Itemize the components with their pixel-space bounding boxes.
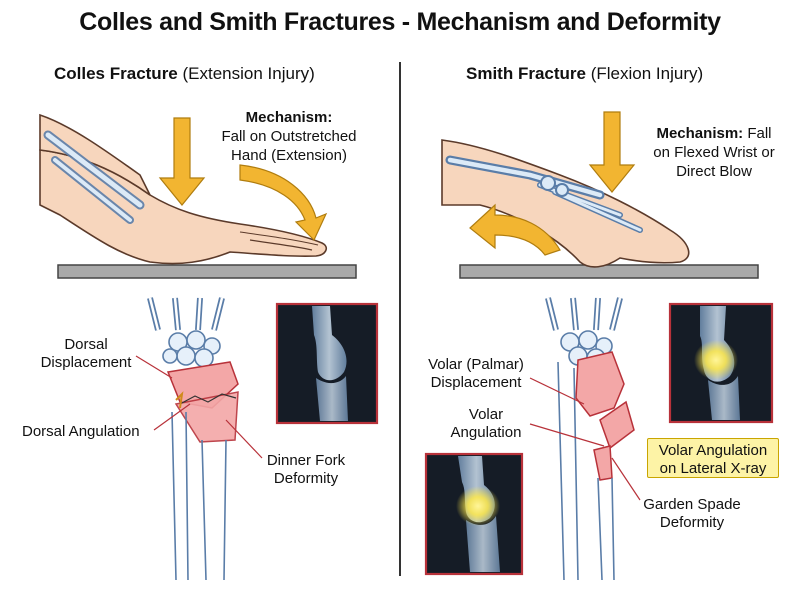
smith-proximal-fragment: [593, 445, 613, 481]
smith-distal-fragment: [575, 351, 625, 417]
colles-xray-bone-upper: [312, 306, 347, 381]
colles-down-arrow-icon: [158, 117, 206, 206]
colles-mechanism-arrows: [158, 117, 328, 242]
smith-leader-lines: [529, 377, 641, 501]
smith-middle-fragment: [599, 400, 635, 450]
label-volar-angulation: Volar Angulation: [450, 406, 522, 441]
smith-xray-lateral: [668, 302, 774, 424]
colles-ulna: [171, 411, 189, 581]
colles-radius: [201, 439, 227, 581]
smith-xray-secondary-highlight: [456, 486, 500, 526]
smith-heading-rest: (Flexion Injury): [590, 64, 704, 83]
colles-xray-image: [275, 302, 379, 425]
smith-heading: Smith Fracture (Flexion Injury): [466, 64, 703, 84]
colles-wrist-diagram: [147, 297, 239, 581]
smith-wrist-diagram: [545, 297, 635, 581]
smith-xray-highlight: [694, 340, 738, 380]
smith-down-arrow-icon: [588, 111, 636, 193]
smith-curved-arrow-icon: [469, 203, 561, 256]
colles-mechanism: Mechanism: Fall on Outstretched Hand (Ex…: [200, 108, 378, 165]
label-volar-displacement: Volar (Palmar) Displacement: [428, 356, 524, 391]
smith-heading-bold: Smith Fracture: [466, 64, 586, 83]
smith-ground-surface: [459, 264, 759, 279]
smith-xray-bone-lower: [708, 376, 740, 420]
colles-hand-illustration: [39, 113, 357, 279]
smith-mechanism-arrows: [469, 111, 636, 256]
colles-curved-arrow-icon: [239, 164, 328, 242]
smith-mechanism-line1: on Flexed Wrist or: [653, 144, 775, 161]
page-title: Colles and Smith Fractures - Mechanism a…: [79, 8, 721, 36]
colles-mechanism-line1: Fall on Outstretched: [221, 128, 357, 145]
colles-ground-surface: [57, 264, 357, 279]
colles-heading: Colles Fracture (Extension Injury): [54, 64, 315, 84]
colles-mechanism-label: Mechanism:: [245, 109, 333, 126]
colles-mechanism-line2: Hand (Extension): [231, 147, 347, 164]
colles-leader-lines: [135, 355, 263, 459]
smith-mechanism-label: Mechanism:: [656, 125, 744, 142]
colles-xray-bone-lower: [316, 376, 348, 421]
smith-ulna: [557, 361, 579, 581]
smith-radius: [597, 477, 615, 581]
colles-heading-rest: (Extension Injury): [182, 64, 315, 83]
smith-mechanism-line0: Fall: [747, 125, 772, 142]
smith-mechanism-line2: Direct Blow: [676, 163, 752, 180]
smith-hand-illustration: [441, 139, 759, 279]
xray-callout-volar-angulation: Volar Angulation on Lateral X-ray: [647, 438, 779, 478]
smith-xray-secondary: [424, 452, 524, 576]
label-dinner-fork-deformity: Dinner Fork Deformity: [266, 452, 346, 487]
panel-divider: [399, 62, 401, 576]
colles-heading-bold: Colles Fracture: [54, 64, 178, 83]
label-dorsal-angulation: Dorsal Angulation: [22, 423, 140, 440]
label-dorsal-displacement: Dorsal Displacement: [40, 336, 132, 371]
colles-hand-bones: [147, 297, 225, 368]
label-garden-spade-deformity: Garden Spade Deformity: [643, 496, 741, 531]
colles-fracture-line: [179, 393, 237, 405]
smith-mechanism: Mechanism: Fall on Flexed Wrist or Direc…: [638, 124, 790, 181]
